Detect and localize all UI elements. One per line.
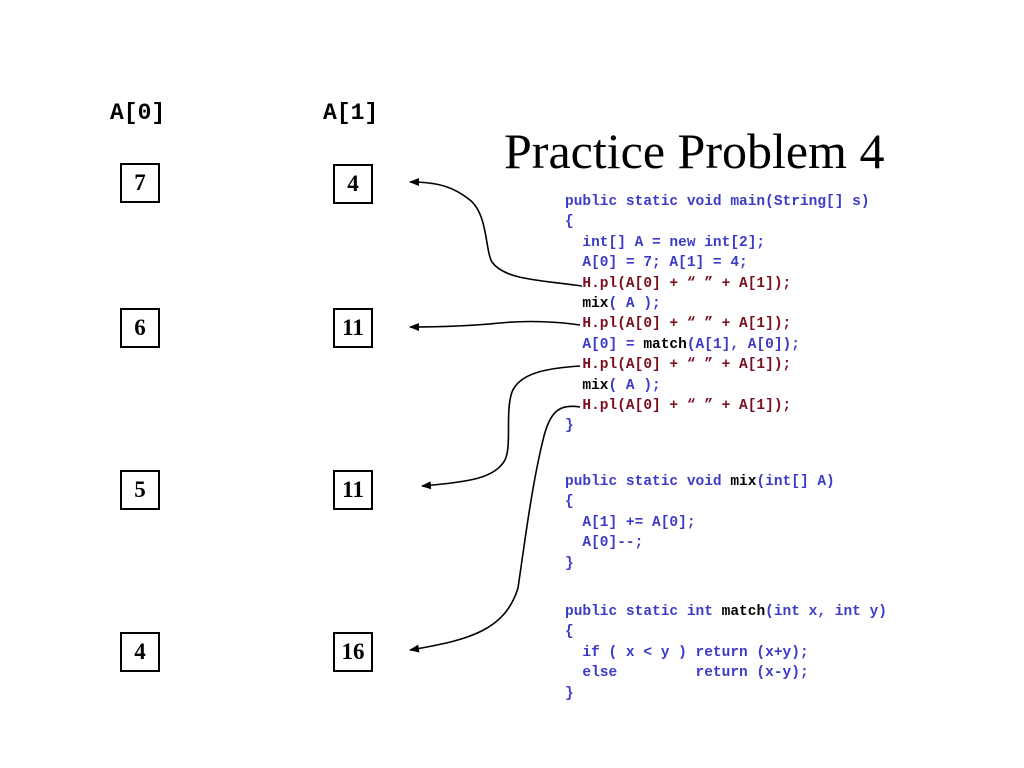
code-token: { — [565, 494, 574, 511]
code-line: mix( A ); — [565, 376, 870, 396]
code-token: { — [565, 214, 574, 231]
code-line: public static void main(String[] s) — [565, 192, 870, 212]
code-token: ( A ); — [608, 295, 661, 312]
code-line: if ( x < y ) return (x+y); — [565, 643, 887, 663]
code-token: } — [565, 418, 574, 435]
arrow-print1 — [409, 178, 583, 287]
code-token: { — [565, 624, 574, 641]
code-match: public static int match(int x, int y) { i… — [565, 602, 887, 704]
value-box-a1-row4: 16 — [333, 632, 373, 672]
arrow-print2 — [409, 320, 581, 331]
slide-title: Practice Problem 4 — [504, 123, 885, 179]
code-line: A[0]--; — [565, 533, 835, 553]
value-box-a0-row4: 4 — [120, 632, 160, 672]
code-token: match — [643, 336, 687, 353]
code-token: mix — [730, 474, 757, 490]
code-token: A[1] += A[0]; — [565, 514, 696, 531]
code-line: } — [565, 684, 887, 704]
code-token: match — [721, 604, 766, 620]
column-header-a1: A[1] — [323, 100, 379, 126]
code-token: int[] A = new int[2]; — [565, 234, 766, 251]
code-token: if ( x < y ) return (x+y); — [565, 644, 809, 661]
code-line: } — [565, 554, 835, 574]
code-token: public static void — [565, 474, 731, 490]
code-mix: public static void mix(int[] A) { A[1] +=… — [565, 472, 835, 574]
code-line: mix( A ); — [565, 294, 870, 314]
code-main: public static void main(String[] s) { int… — [565, 192, 870, 437]
code-token: H.pl(A[0] + “ ” + A[1]); — [582, 397, 792, 414]
code-token: H.pl(A[0] + “ ” + A[1]); — [582, 275, 792, 292]
code-line: else return (x-y); — [565, 663, 887, 683]
code-line: A[0] = 7; A[1] = 4; — [565, 253, 870, 273]
value-box-a1-row1: 4 — [333, 164, 373, 204]
code-token: A[0] = 7; A[1] = 4; — [565, 255, 748, 272]
code-line: { — [565, 492, 835, 512]
code-token: public static int — [565, 604, 722, 620]
code-line: { — [565, 212, 870, 232]
code-line: H.pl(A[0] + “ ” + A[1]); — [565, 355, 870, 375]
column-header-a0: A[0] — [110, 100, 166, 126]
code-line: public static void mix(int[] A) — [565, 472, 835, 492]
code-token: mix — [582, 377, 609, 394]
code-token: H.pl(A[0] + “ ” + A[1]); — [582, 357, 792, 374]
code-token: } — [565, 685, 574, 702]
code-line: public static int match(int x, int y) — [565, 602, 887, 622]
code-line: int[] A = new int[2]; — [565, 233, 870, 253]
value-box-a1-row2: 11 — [333, 308, 373, 348]
code-token: } — [565, 555, 574, 572]
value-box-a1-row3: 11 — [333, 470, 373, 510]
code-token: (int[] A) — [756, 474, 835, 490]
code-line: { — [565, 622, 887, 642]
code-token: H.pl(A[0] + “ ” + A[1]); — [582, 316, 792, 333]
code-token: (A[1], A[0]); — [686, 336, 800, 353]
code-token: A[0] = — [565, 336, 644, 353]
code-token: public static void main(String[] s) — [565, 194, 870, 210]
code-line: H.pl(A[0] + “ ” + A[1]); — [565, 274, 870, 294]
code-line: } — [565, 416, 870, 436]
code-token: A[0]--; — [565, 535, 644, 552]
code-line: A[1] += A[0]; — [565, 513, 835, 533]
arrow-print3 — [421, 365, 581, 490]
code-line: H.pl(A[0] + “ ” + A[1]); — [565, 396, 870, 416]
code-line: A[0] = match(A[1], A[0]); — [565, 335, 870, 355]
value-box-a0-row1: 7 — [120, 163, 160, 203]
value-box-a0-row3: 5 — [120, 470, 160, 510]
code-token: ( A ); — [608, 377, 661, 394]
code-line: H.pl(A[0] + “ ” + A[1]); — [565, 314, 870, 334]
code-token: mix — [582, 295, 609, 312]
value-box-a0-row2: 6 — [120, 308, 160, 348]
code-token: else return (x-y); — [565, 665, 809, 682]
arrow-print4 — [409, 405, 581, 653]
code-token: (int x, int y) — [765, 604, 887, 620]
